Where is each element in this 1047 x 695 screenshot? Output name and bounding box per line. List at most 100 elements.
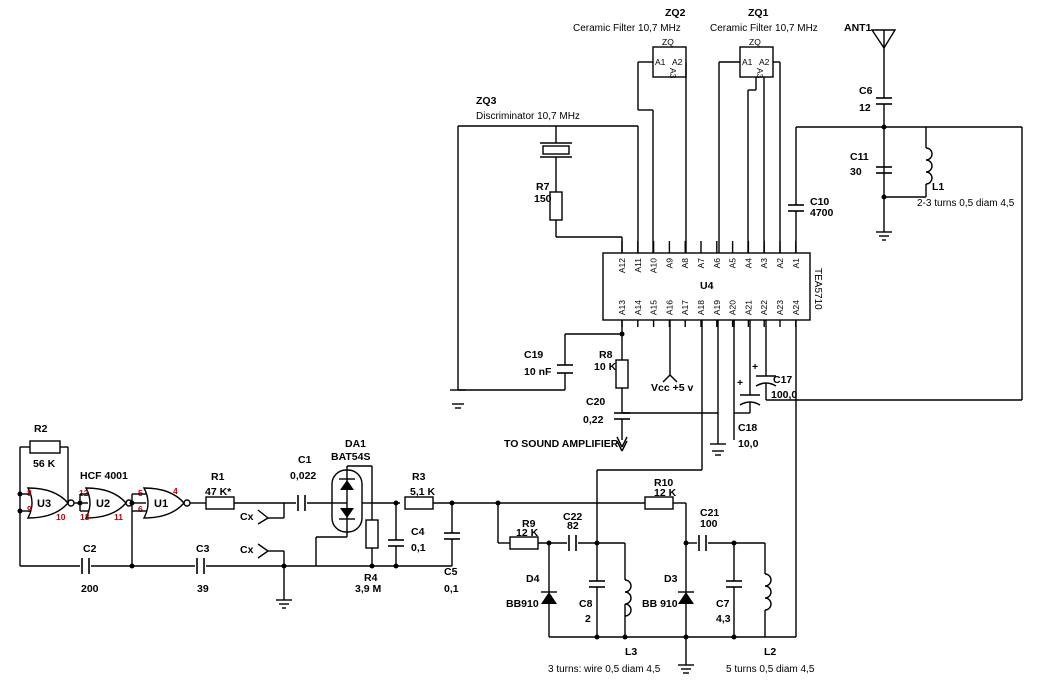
cx2-label: Cx xyxy=(240,544,254,556)
u4-pin-label: A20 xyxy=(728,300,738,315)
c19-ref: C19 xyxy=(524,349,543,361)
c7-ref: C7 xyxy=(716,598,730,610)
svg-text:12: 12 xyxy=(79,488,89,498)
c7-value: 4,3 xyxy=(716,613,731,625)
u4-pin-label: A12 xyxy=(617,258,627,273)
u4-pin-label: A8 xyxy=(680,258,690,269)
l3-note: 3 turns: wire 0,5 diam 4,5 xyxy=(548,664,661,675)
c10-ref: C10 xyxy=(810,196,829,208)
r2-value: 56 K xyxy=(33,458,56,470)
u4-pin-label: A16 xyxy=(664,300,674,315)
u3-ref: U3 xyxy=(37,498,51,510)
c22-value: 82 xyxy=(567,520,579,532)
u1-ref: U1 xyxy=(154,498,168,510)
filter-zq1: ZQ1 Ceramic Filter 10,7 MHz ZQ A1 A2 A3 xyxy=(710,7,818,253)
r10-value: 12 K xyxy=(654,487,677,499)
cx2-arrow-icon xyxy=(257,543,270,559)
svg-text:ZQ: ZQ xyxy=(749,37,761,47)
d3-ref: D3 xyxy=(664,573,678,585)
oscillator-section: R2 56 K HCF 4001 U3 8 9 10 U2 12 13 11 xyxy=(17,423,452,609)
hcf4001-label: HCF 4001 xyxy=(80,470,128,482)
c8-value: 2 xyxy=(585,613,591,625)
u4-pin-label: A22 xyxy=(759,300,769,315)
filter-zq2: ZQ2 Ceramic Filter 10,7 MHz ZQ A1 A2 A3 xyxy=(573,7,687,253)
r4-value: 3,9 M xyxy=(355,583,382,595)
l1-ref: L1 xyxy=(932,181,944,193)
tuning-section: R10 12 K R9 12 K C22 82 D4 BB910 C8 2 xyxy=(495,320,815,675)
zq1-ref: ZQ1 xyxy=(748,7,769,19)
r4-ref: R4 xyxy=(364,572,378,584)
r9-value: 12 K xyxy=(516,527,539,539)
r2-ref: R2 xyxy=(34,423,48,435)
r1-ref: R1 xyxy=(211,471,225,483)
d4-ref: D4 xyxy=(526,573,540,585)
sound-amplifier-label: TO SOUND AMPLIFIER xyxy=(504,438,619,450)
svg-text:8: 8 xyxy=(27,488,32,498)
r8-ref: R8 xyxy=(599,349,613,361)
svg-text:A2: A2 xyxy=(672,57,683,67)
d4-part: BB910 xyxy=(506,598,539,610)
u4-pin-label: A19 xyxy=(712,300,722,315)
u4-pin-label: A15 xyxy=(649,300,659,315)
u4-pin-label: A3 xyxy=(759,258,769,269)
svg-text:A1: A1 xyxy=(742,57,753,67)
c1-value: 0,022 xyxy=(290,470,316,482)
ic-u4-part: TEA5710 xyxy=(812,268,823,310)
zq2-ref: ZQ2 xyxy=(665,7,686,19)
u4-pin-label: A17 xyxy=(680,300,690,315)
u4-pin-label: A21 xyxy=(743,300,753,315)
vcc-label: Vcc +5 v xyxy=(651,382,693,394)
svg-text:ZQ: ZQ xyxy=(662,37,674,47)
ic-u4-ref: U4 xyxy=(700,280,714,292)
zq1-desc: Ceramic Filter 10,7 MHz xyxy=(710,23,818,34)
da1-part: BAT54S xyxy=(331,451,370,463)
c17-ref: C17 xyxy=(773,374,792,386)
nor-gate-u1 xyxy=(142,487,185,519)
c10-value: 4700 xyxy=(810,207,834,219)
r7-ref: R7 xyxy=(536,181,550,193)
r9-ref: R9 xyxy=(522,518,536,530)
ground-icon xyxy=(450,389,466,409)
c19-value: 10 nF xyxy=(524,366,552,378)
c17-value: 100,0 xyxy=(771,389,797,401)
zq3-desc: Discriminator 10,7 MHz xyxy=(476,111,580,122)
discriminator-zq3: ZQ3 Discriminator 10,7 MHz R7 150 xyxy=(450,95,639,409)
l1-note: 2-3 turns 0,5 diam 4,5 xyxy=(917,198,1015,209)
c18-ref: C18 xyxy=(738,422,757,434)
u4-pin-label: A1 xyxy=(791,258,801,269)
c4-ref: C4 xyxy=(411,526,425,538)
u4-pin-label: A6 xyxy=(712,258,722,269)
c6-value: 12 xyxy=(859,102,871,114)
c3-value: 39 xyxy=(197,583,209,595)
svg-text:A1: A1 xyxy=(655,57,666,67)
r3-value: 5,1 K xyxy=(410,486,436,498)
antenna-section: ANT1 C6 12 C11 30 L1 2-3 turns 0,5 diam … xyxy=(788,22,1015,253)
u4-pin-label: A23 xyxy=(775,300,785,315)
r1-value: 47 K* xyxy=(205,486,232,498)
svg-text:10: 10 xyxy=(56,512,66,522)
u2-ref: U2 xyxy=(96,498,110,510)
r3-ref: R3 xyxy=(412,471,426,483)
c5-ref: C5 xyxy=(444,566,458,578)
ground-icon xyxy=(678,664,694,674)
c20-ref: C20 xyxy=(586,396,605,408)
c8-ref: C8 xyxy=(579,598,593,610)
da1-ref: DA1 xyxy=(345,438,366,450)
u4-pin-label: A7 xyxy=(696,258,706,269)
u4-pin-label: A11 xyxy=(633,258,643,273)
zq3-ref: ZQ3 xyxy=(476,95,497,107)
svg-text:6: 6 xyxy=(138,504,143,514)
c2-value: 200 xyxy=(81,583,99,595)
u4-pin-label: A10 xyxy=(649,258,659,273)
r7-value: 150 xyxy=(534,193,552,205)
u4-pin-label: A2 xyxy=(775,258,785,269)
nor-gate-u2 xyxy=(84,487,127,519)
c3-ref: C3 xyxy=(196,543,210,555)
u4-pin-label: A13 xyxy=(617,300,627,315)
u4-pin-label: A24 xyxy=(791,300,801,315)
nor-gate-u3 xyxy=(26,487,69,519)
u4-pin-label: A5 xyxy=(728,258,738,269)
cx1-arrow-icon xyxy=(257,509,270,525)
audio-section: C19 10 nF R8 10 K C20 0,22 TO SOUND AMPL… xyxy=(504,126,1023,456)
